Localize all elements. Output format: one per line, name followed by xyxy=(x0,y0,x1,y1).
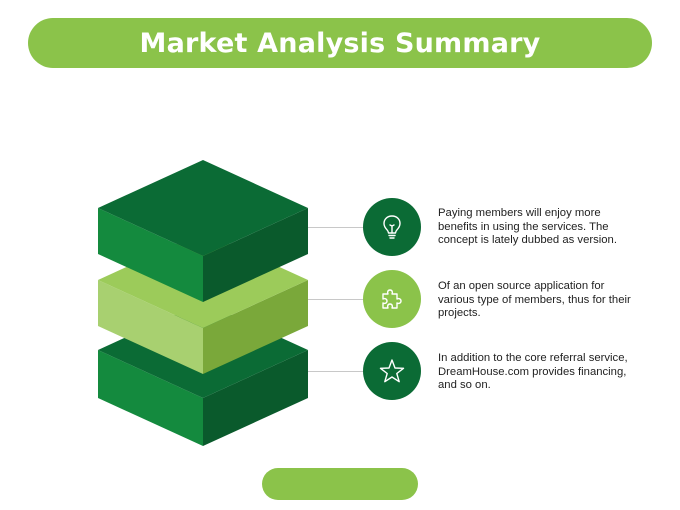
item-text-1: Paying members will enjoy more benefits … xyxy=(438,207,617,246)
badge-1 xyxy=(363,198,421,256)
item-text-3: In addition to the core referral service… xyxy=(438,352,628,391)
connector-line-2 xyxy=(308,299,364,300)
page-title: Market Analysis Summary xyxy=(139,27,541,59)
lightbulb-icon xyxy=(383,215,401,239)
badge-3 xyxy=(363,342,421,400)
stack-layer-top xyxy=(98,160,308,302)
connector-line-3 xyxy=(308,371,364,372)
connector-line-1 xyxy=(308,227,364,228)
item-text-2: Of an open source application for variou… xyxy=(438,280,631,319)
footer-pill xyxy=(262,468,418,500)
star-icon xyxy=(379,359,405,383)
puzzle-icon xyxy=(382,289,402,309)
title-bar: Market Analysis Summary xyxy=(28,18,652,68)
badge-2 xyxy=(363,270,421,328)
